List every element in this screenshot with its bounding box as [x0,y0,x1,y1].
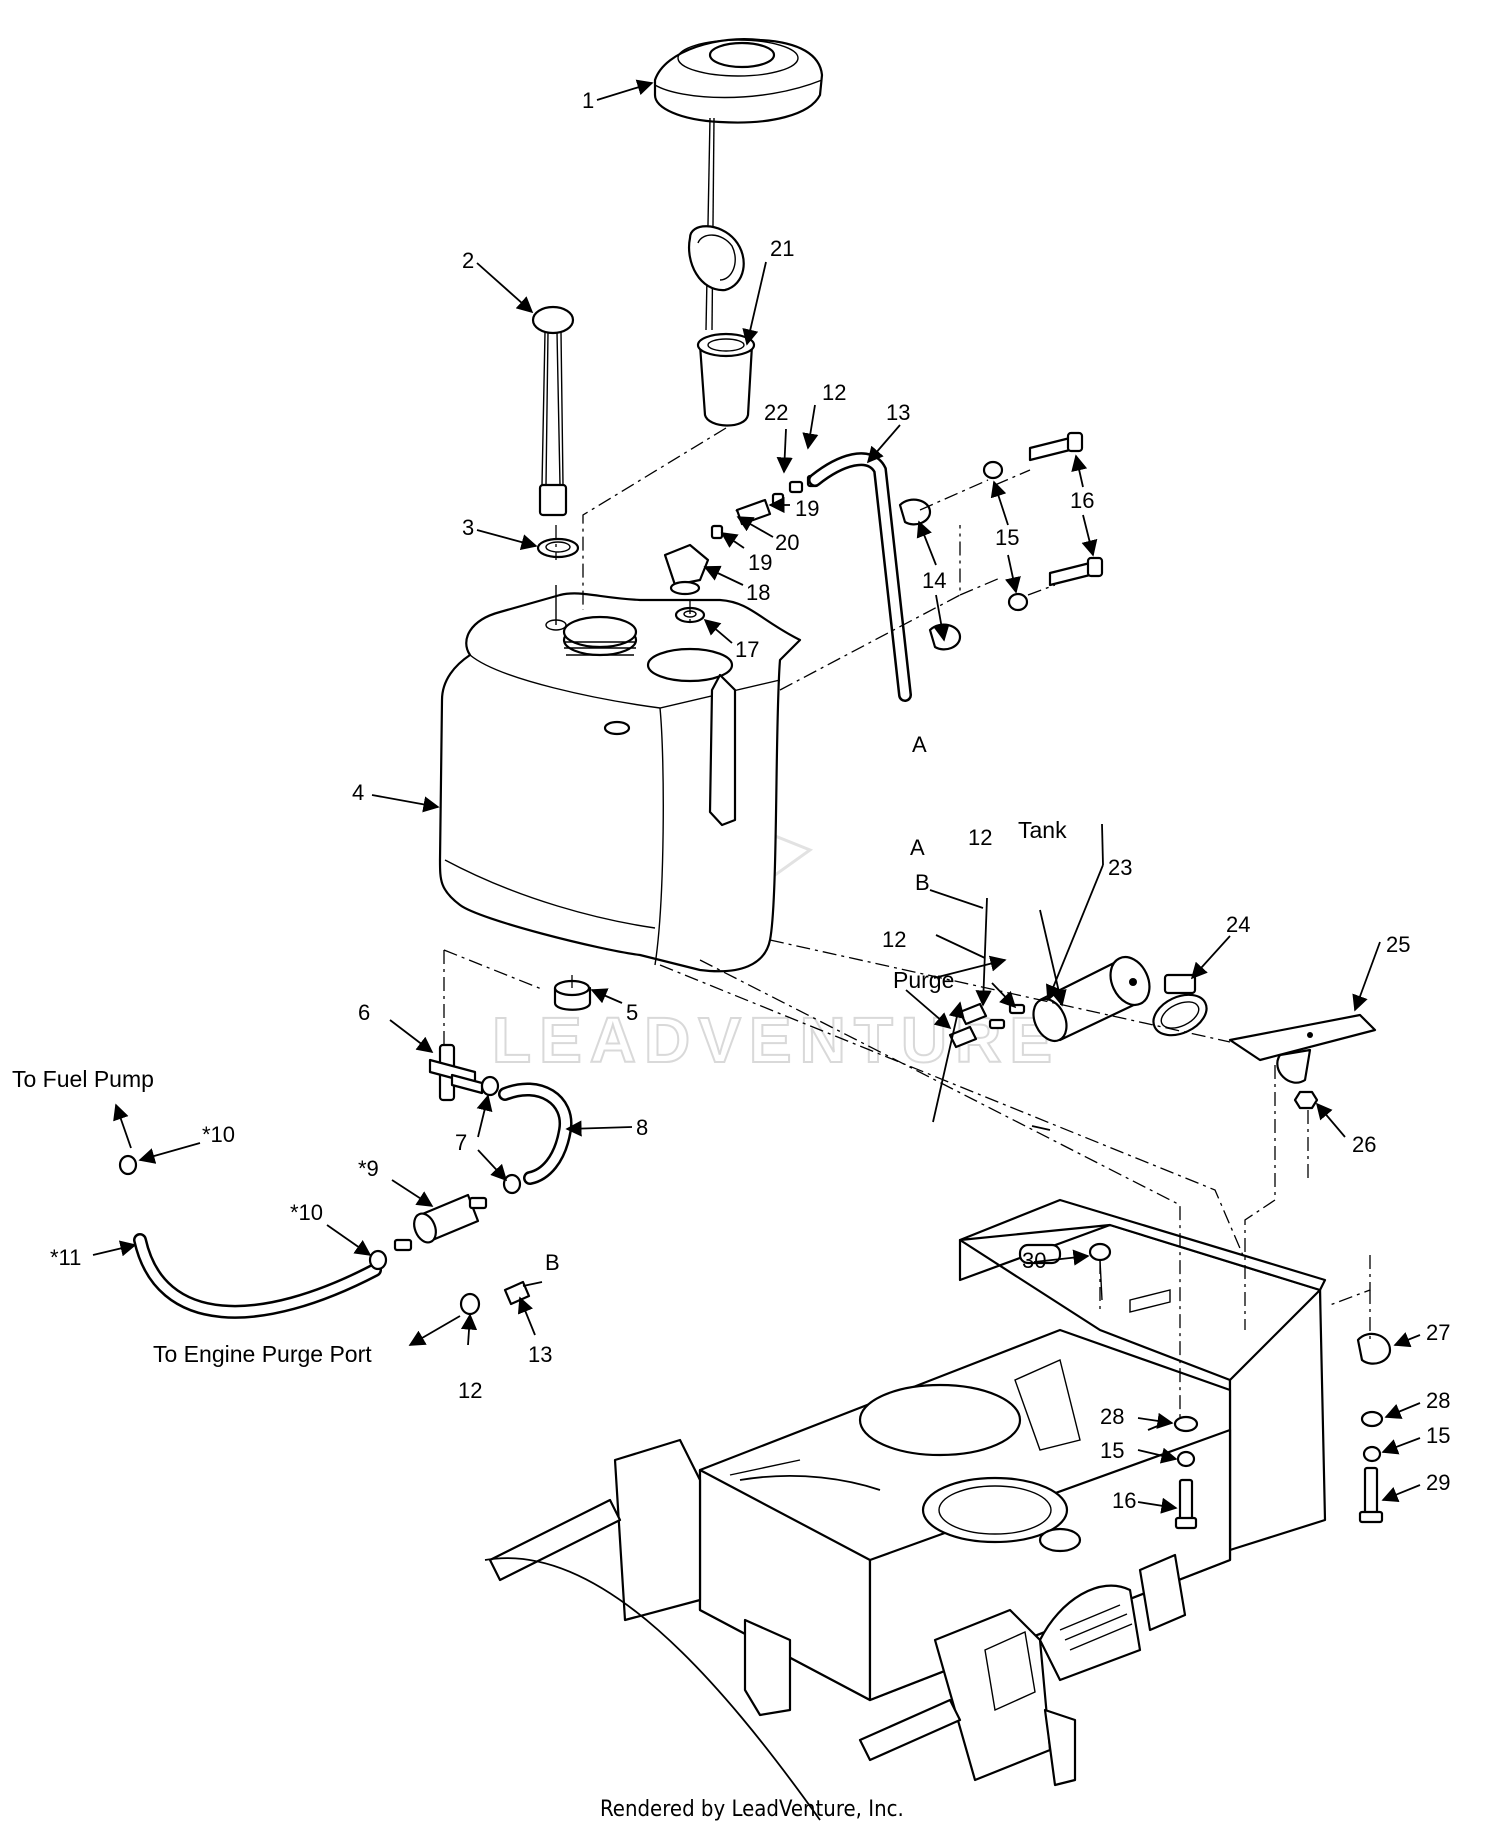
callout-12b: 12 [968,825,992,850]
callout-22: 22 [764,400,788,425]
callout-24: 24 [1226,912,1250,937]
inner-hardware [1088,1242,1199,1530]
ref-a-upper: A [912,732,927,757]
hose-clamp [1152,973,1208,1037]
chassis-outline-curve [484,1475,881,1821]
washers-bolts-upper [982,431,1104,612]
callout-8: 8 [636,1115,648,1140]
fuel-cap [653,38,824,331]
callout-21: 21 [770,236,794,261]
fuel-tank [438,585,802,973]
callout-10a: *10 [202,1122,235,1147]
callout-9: *9 [358,1156,379,1181]
fuel-hose-tank-to-filter [498,1082,573,1185]
tee-fitting [428,1043,484,1102]
callout-17: 17 [735,637,759,662]
callout-numbers: 1 2 3 4 5 6 7 8 *9 *10 *10 *11 12 13 12 … [50,88,1450,1513]
callout-12d: 12 [458,1378,482,1403]
callout-13a: 13 [886,400,910,425]
ref-b-lower: B [545,1250,560,1275]
label-purge: Purge [893,967,954,993]
callout-16a: 16 [1070,488,1094,513]
footer-credit: Rendered by LeadVenture, Inc. [600,1797,904,1822]
callout-26: 26 [1352,1132,1376,1157]
ref-b-upper: B [915,870,930,895]
label-to-engine-purge-port: To Engine Purge Port [153,1341,372,1367]
callout-29: 29 [1426,1470,1450,1495]
filler-neck-tube [696,332,756,427]
purge-hose-parts [459,1280,531,1316]
lower-right-hardware [1356,1332,1392,1524]
callout-2: 2 [462,248,474,273]
callout-12a: 12 [822,380,846,405]
callout-10b: *10 [290,1200,323,1225]
fuel-hose-to-pump [133,1233,382,1319]
hose-clamps-7 [480,1075,522,1195]
callout-18: 18 [746,580,770,605]
mower-frame [488,1198,1327,1787]
callout-19b: 19 [748,550,772,575]
charcoal-canister [988,955,1151,1043]
callout-4: 4 [352,780,364,805]
label-to-fuel-pump: To Fuel Pump [12,1066,154,1092]
callout-15b: 15 [1100,1438,1124,1463]
inline-fuel-filter [393,1193,488,1252]
callout-20: 20 [775,530,799,555]
flow-labels: To Fuel Pump To Engine Purge Port Tank P… [12,817,1067,1367]
callout-23: 23 [1108,855,1132,880]
callout-28a: 28 [1100,1404,1124,1429]
callout-14: 14 [922,568,946,593]
callout-7: 7 [455,1130,467,1155]
ref-a-lower: A [910,835,925,860]
tether-ring [687,225,745,292]
callout-15c: 15 [1426,1423,1450,1448]
callout-11: *11 [50,1245,81,1270]
grommet [536,537,580,559]
callout-6: 6 [358,1000,370,1025]
callout-25: 25 [1386,932,1410,957]
callout-1: 1 [582,88,594,113]
callout-3: 3 [462,515,474,540]
fuel-gauge-sender [531,305,575,517]
callout-30: 30 [1022,1248,1046,1273]
callout-16b: 16 [1112,1488,1136,1513]
mounting-bracket [1228,1013,1377,1110]
callout-15a: 15 [995,525,1019,550]
leader-lines [92,79,1421,1514]
callout-12c: 12 [882,927,906,952]
label-tank: Tank [1018,817,1067,843]
small-hoses-ab [948,1002,988,1049]
callout-13b: 13 [528,1342,552,1367]
callout-28b: 28 [1426,1388,1450,1413]
callout-19a: 19 [795,496,819,521]
callout-5: 5 [626,1000,638,1025]
hose-clamps-10 [118,1154,388,1271]
callout-27: 27 [1426,1320,1450,1345]
vent-hose [808,452,912,702]
